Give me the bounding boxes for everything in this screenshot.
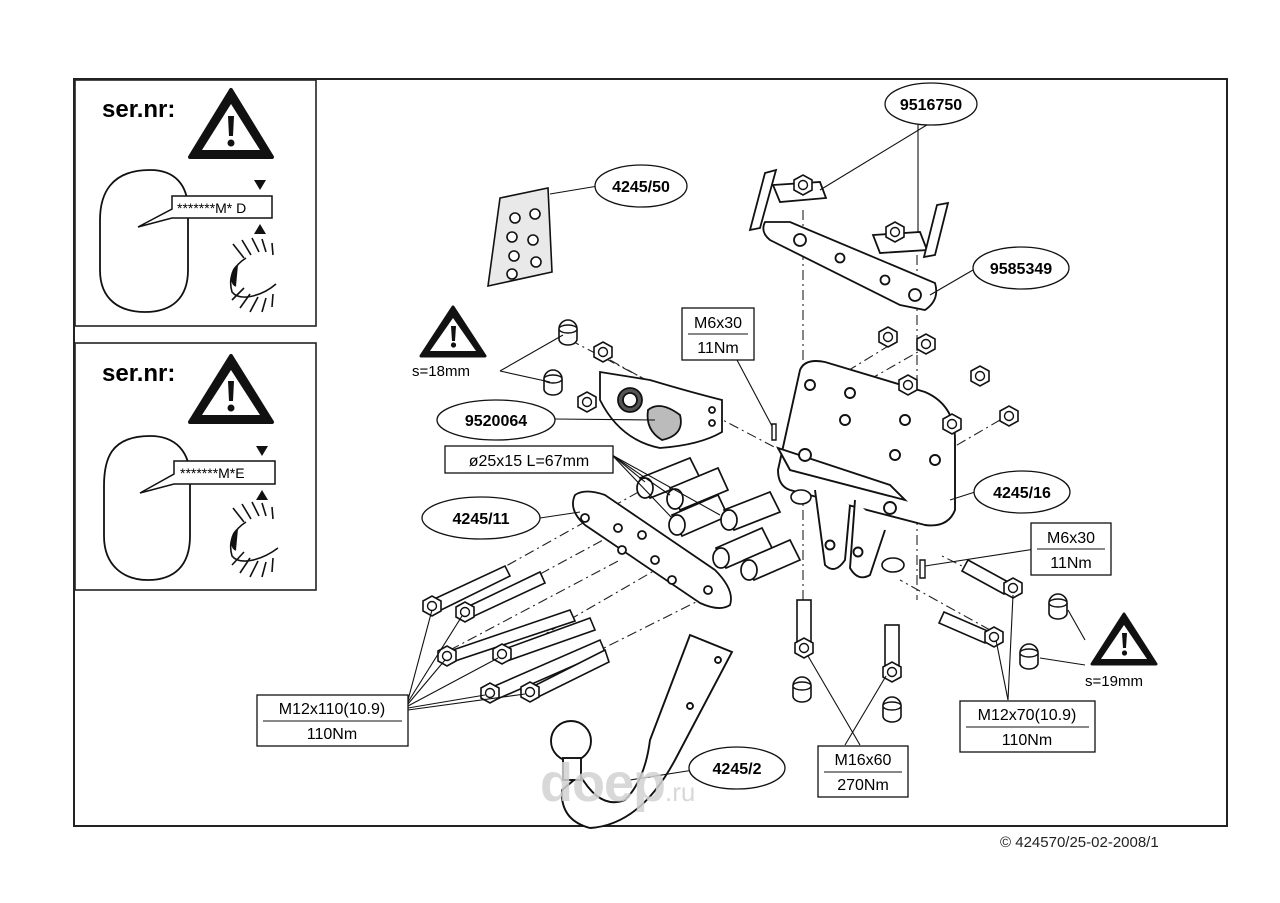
spec-torque: 270Nm — [837, 777, 889, 794]
callout-9585349 — [972, 246, 1070, 290]
m6-screw-icon — [919, 559, 926, 579]
nut-icon — [577, 391, 597, 413]
spec-torque: 11Nm — [1050, 555, 1092, 572]
part-number-label: 4245/16 — [993, 485, 1051, 502]
drawing-frame — [73, 78, 1228, 827]
nut-icon — [999, 405, 1019, 427]
panel-e-serial-label: *******M*E — [180, 465, 245, 481]
spec-size: M12x110(10.9) — [279, 701, 385, 718]
cap-nut-icon — [543, 369, 563, 396]
part-number-label: 9520064 — [465, 413, 527, 430]
panel-d-title: ser.nr: — [102, 96, 175, 123]
spec-size: ø25x15 L=67mm — [469, 453, 590, 470]
spec-size: M6x30 — [694, 315, 742, 332]
towbar-part — [550, 633, 734, 829]
spec-torque: 110Nm — [307, 726, 357, 743]
counter-plate-part — [572, 490, 732, 609]
panel-e-title: ser.nr: — [102, 360, 175, 387]
spacer-tubes — [636, 456, 802, 582]
callout-9520064 — [436, 399, 556, 441]
warning-panel-d — [74, 79, 317, 327]
adapter-part — [599, 370, 723, 449]
callout-9516750 — [884, 82, 978, 126]
callout-4245-50 — [594, 164, 688, 208]
nut-icon — [878, 326, 898, 348]
panel-e-label-tag — [139, 460, 276, 494]
panel-e-bracket-outline — [103, 435, 191, 581]
m12x110-bolts — [422, 564, 610, 704]
warning-triangle-icon — [419, 305, 487, 358]
wrench-size-right: s=19mm — [1085, 673, 1143, 690]
spec-size: M12x70(10.9) — [978, 707, 1077, 724]
spec-size: M16x60 — [835, 752, 892, 769]
callout-4245-2 — [688, 746, 786, 790]
bracket-nut-icon — [885, 221, 905, 243]
panel-d-bracket-outline — [99, 169, 189, 313]
bracket-nut-icon — [793, 174, 813, 196]
m16-bolts — [792, 599, 902, 723]
main-bracket-part — [776, 360, 956, 579]
spec-torque: 11Nm — [697, 340, 739, 357]
washer-icon — [790, 489, 812, 505]
warning-panel-e — [74, 342, 317, 591]
spec-size: M6x30 — [1047, 530, 1095, 547]
eye-icon — [229, 237, 277, 313]
part-number-label: 9585349 — [990, 261, 1052, 278]
nut-icon — [593, 341, 613, 363]
warning-triangle-icon — [188, 88, 274, 159]
warning-triangle-icon — [188, 354, 274, 424]
copyright-line: © 424570/25-02-2008/1 — [1000, 834, 1159, 851]
m12x70-bolts — [937, 558, 1068, 670]
callout-4245-16 — [973, 470, 1071, 514]
leader-lines — [407, 119, 1086, 781]
nut-icon — [970, 365, 990, 387]
nut-icon — [916, 333, 936, 355]
nut-icon — [942, 413, 962, 435]
wrench-size-left: s=18mm — [412, 363, 470, 380]
cap-nut-icon — [558, 319, 578, 346]
part-number-label: 4245/11 — [453, 511, 510, 528]
arrow-down-icon — [254, 180, 266, 190]
m6-screw-icon — [771, 423, 777, 441]
part-number-label: 9516750 — [900, 97, 962, 114]
spec-torque: 110Nm — [1002, 732, 1052, 749]
watermark-logo: doep.ru — [540, 753, 696, 813]
spec-box-tube — [444, 445, 614, 474]
document-number: 424570/25-02-2008/1 — [1015, 834, 1159, 851]
washer-icon — [881, 557, 905, 573]
part-number-label: 4245/50 — [612, 179, 670, 196]
panel-d-serial-label: *******M* D — [177, 200, 246, 216]
arrow-up-icon — [254, 224, 266, 234]
eye-icon — [229, 501, 279, 578]
arrow-down-icon — [256, 446, 268, 456]
part-number-label: 4245/2 — [713, 761, 762, 778]
panel-d-label-tag — [137, 195, 273, 228]
arrow-up-icon — [256, 490, 268, 500]
nut-icon — [898, 374, 918, 396]
hardware-kit-part — [487, 187, 553, 288]
copyright-symbol: © — [1000, 834, 1012, 851]
warning-triangle-icon — [1090, 612, 1158, 666]
callout-4245-11 — [421, 496, 541, 540]
